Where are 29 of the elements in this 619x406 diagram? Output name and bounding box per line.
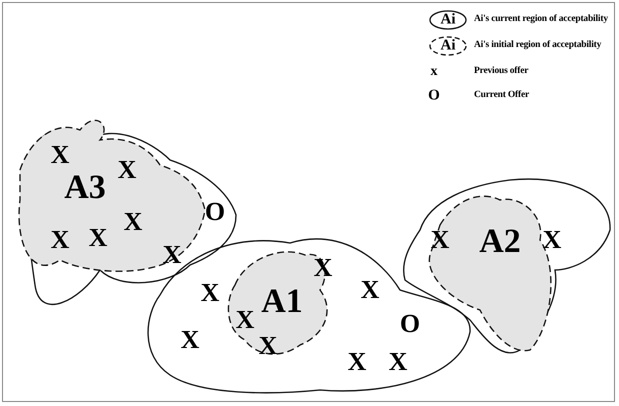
previous-offer-mark: X: [348, 349, 366, 375]
previous-offer-mark: X: [360, 277, 380, 303]
region-label: A1: [261, 285, 303, 319]
previous-offer-mark: X: [388, 349, 408, 375]
previous-offer-mark: X: [88, 225, 108, 251]
previous-offer-mark: X: [430, 227, 450, 253]
legend-symbol: O: [428, 88, 440, 104]
legend-symbol: x: [430, 65, 438, 79]
legend-symbol: Ai: [440, 12, 456, 28]
previous-offer-mark: X: [200, 280, 220, 306]
previous-offer-mark: X: [118, 157, 136, 183]
previous-offer-mark: X: [542, 227, 562, 253]
region-label: A3: [64, 171, 106, 205]
previous-offer-mark: X: [180, 327, 200, 353]
previous-offer-mark: X: [50, 227, 70, 253]
legend-text: Current Offer: [474, 89, 529, 102]
legend-text: Ai's current region of acceptability: [474, 13, 608, 26]
previous-offer-mark: X: [314, 255, 332, 281]
legend-text: Ai's initial region of acceptability: [474, 39, 602, 52]
region-label: A2: [479, 225, 521, 259]
current-offer-mark: O: [204, 199, 226, 225]
previous-offer-mark: X: [162, 242, 182, 268]
legend-text: Previous offer: [474, 65, 528, 78]
previous-offer-mark: X: [124, 209, 142, 235]
previous-offer-mark: X: [50, 142, 70, 168]
current-offer-mark: O: [400, 311, 420, 337]
previous-offer-mark: X: [236, 307, 254, 333]
legend-symbol: Ai: [440, 38, 456, 54]
previous-offer-mark: X: [258, 333, 278, 359]
